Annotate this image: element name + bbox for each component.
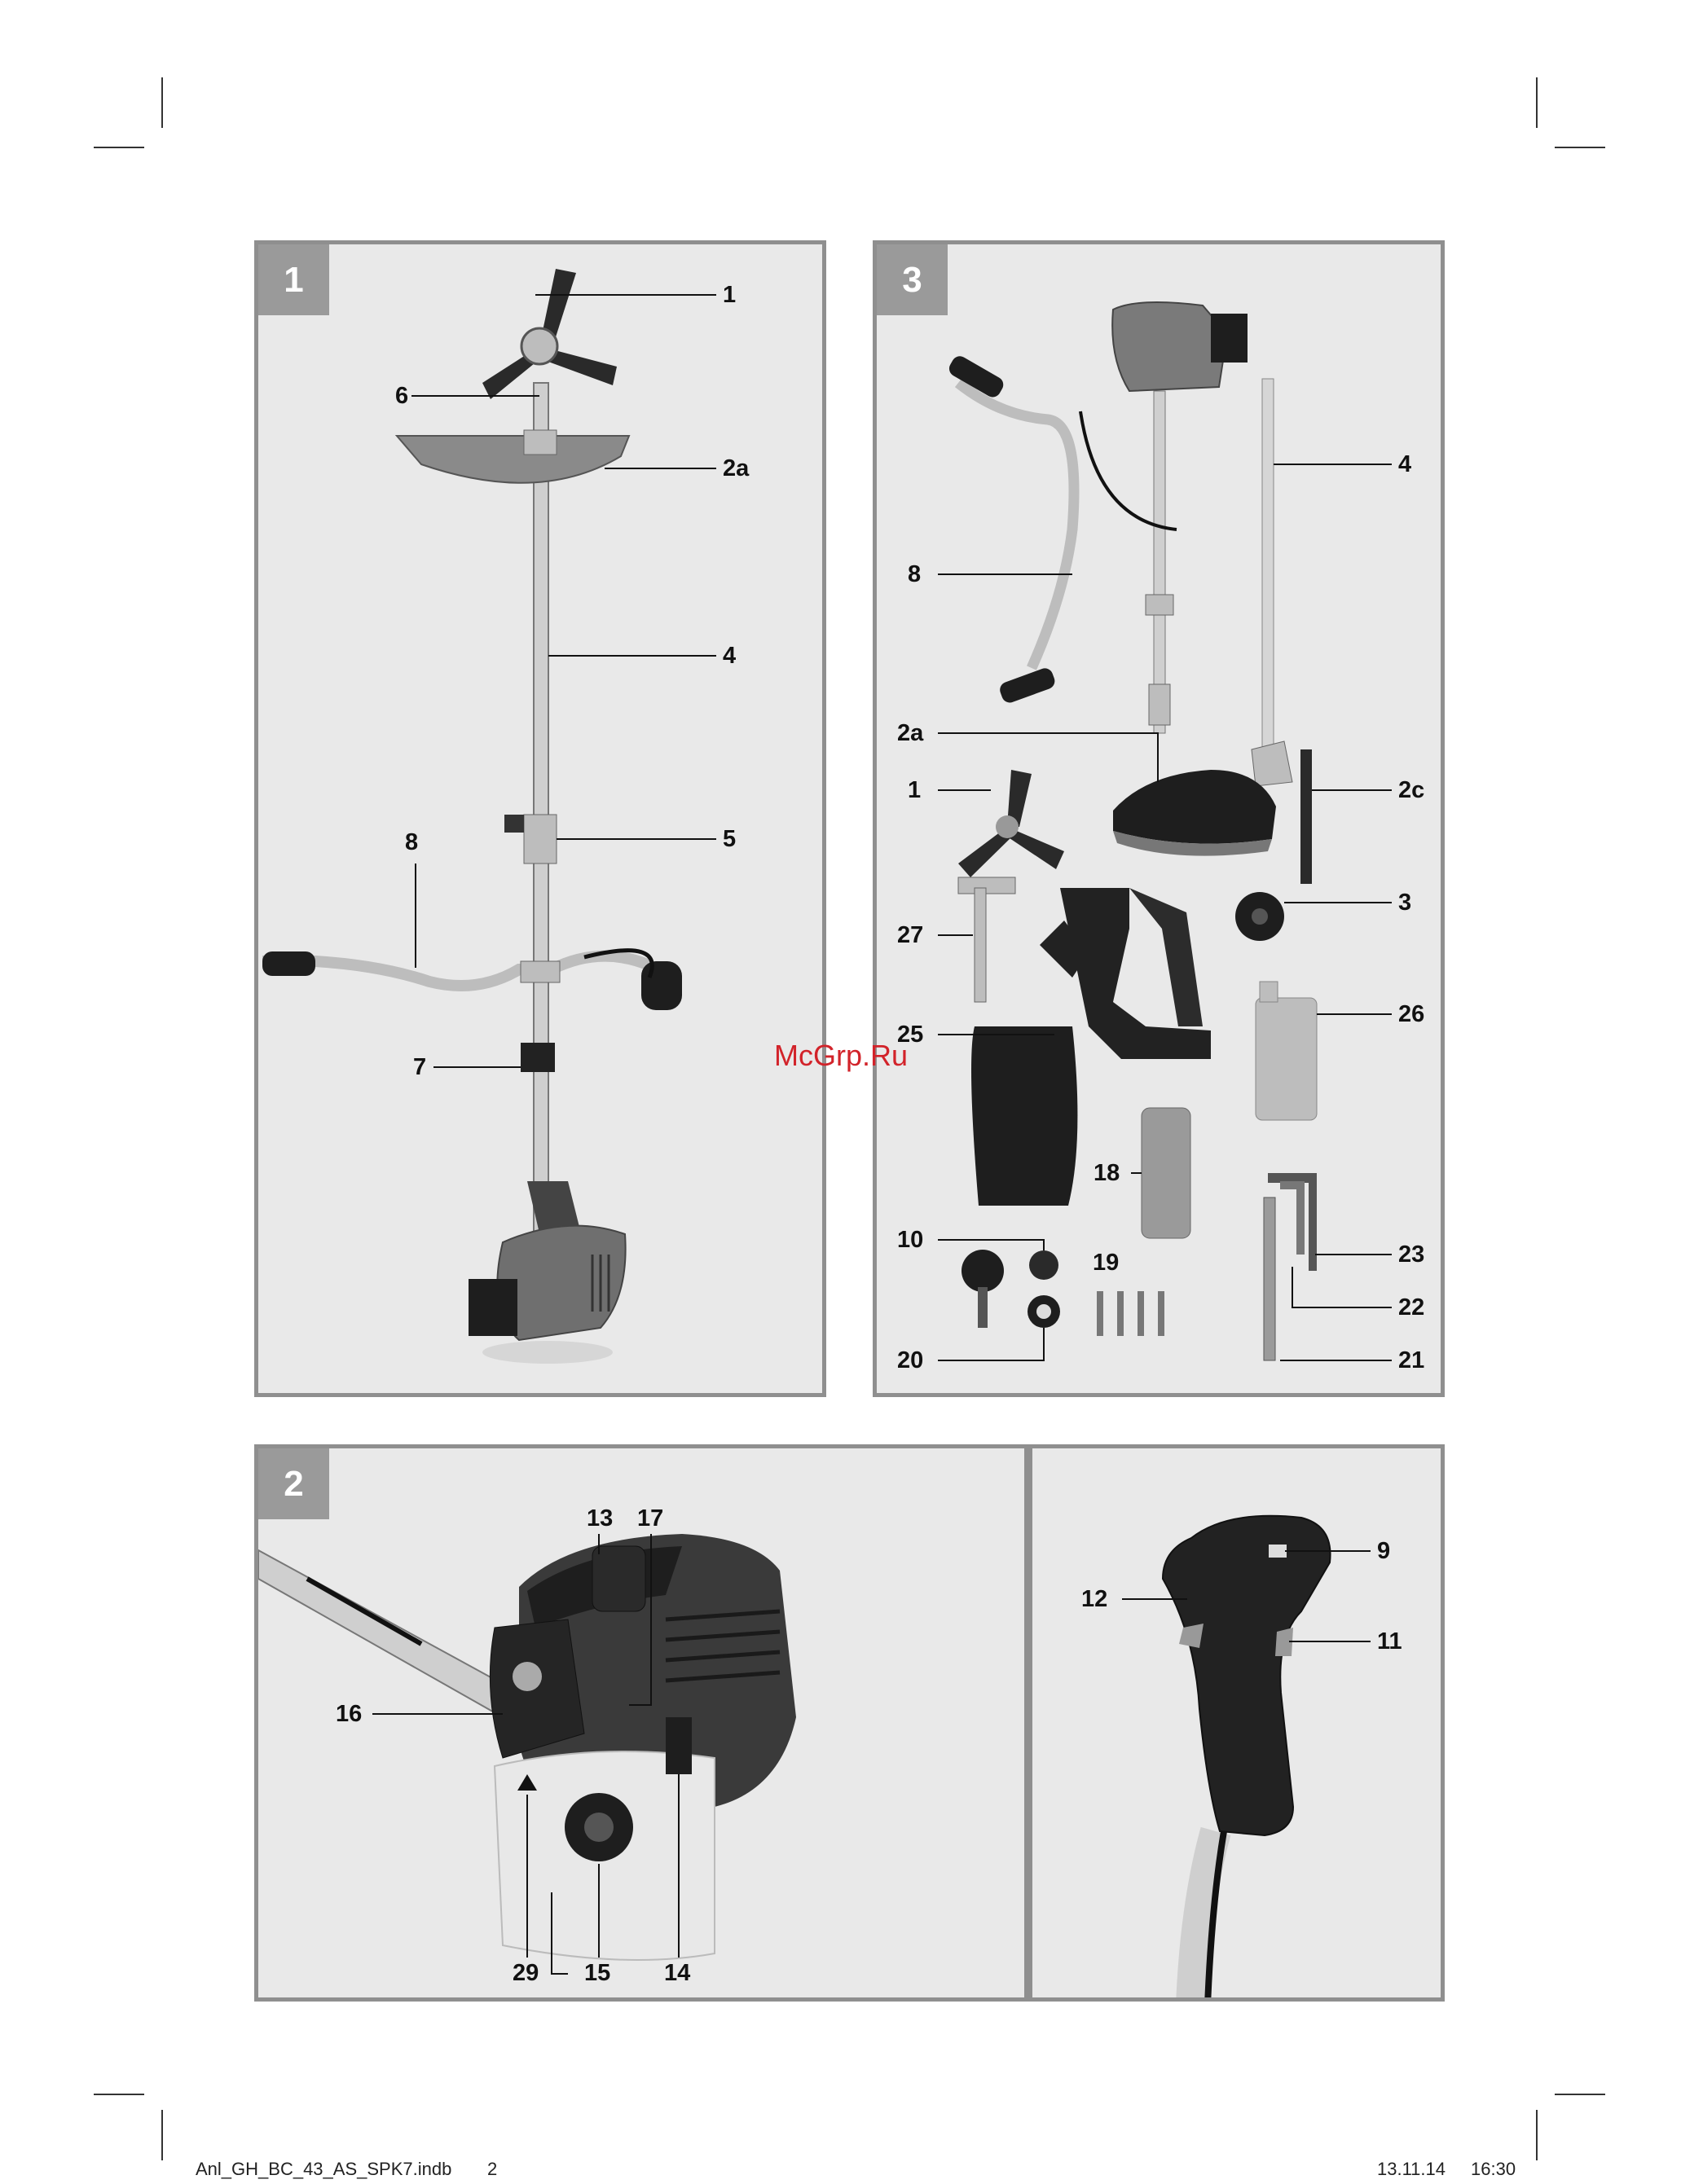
callout-label: 20: [897, 1349, 923, 1373]
crop-mark: [161, 77, 163, 128]
figure-1-panel: 1 1 6 2a 4 8 5 7: [254, 240, 826, 1397]
callout-label: 26: [1398, 1003, 1424, 1026]
callout-label: 22: [1398, 1296, 1424, 1320]
figure-2-handle-illustration: [1032, 1448, 1445, 2002]
figure-1-illustration: [258, 244, 826, 1397]
callout-label: 16: [336, 1703, 362, 1726]
callout-label: 8: [405, 831, 418, 855]
crop-mark: [94, 2094, 144, 2095]
crop-mark: [94, 147, 144, 148]
crop-mark: [161, 2110, 163, 2160]
callout-label: 7: [413, 1056, 426, 1079]
callout-label: 4: [1398, 453, 1411, 477]
callout-label: 9: [1377, 1540, 1390, 1563]
crop-mark: [1555, 2094, 1605, 2095]
figure-number: 1: [258, 244, 329, 315]
callout-label: 17: [637, 1507, 663, 1531]
footer-filename: Anl_GH_BC_43_AS_SPK7.indb: [196, 2159, 451, 2180]
figure-3-panel: 3 4 8 2a 1 2c 3 27 25 26 18 10 19 23 22 …: [873, 240, 1445, 1397]
callout-label: 2a: [897, 722, 923, 745]
callout-label: 12: [1081, 1588, 1107, 1611]
footer-page: 2: [487, 2159, 497, 2180]
callout-label: 18: [1094, 1162, 1120, 1185]
callout-label: 4: [723, 644, 736, 668]
figure-3-illustration: [877, 244, 1445, 1397]
callout-label: 1: [723, 283, 736, 307]
callout-label: 6: [395, 385, 408, 408]
callout-label: 21: [1398, 1349, 1424, 1373]
crop-mark: [1536, 77, 1538, 128]
callout-label: 10: [897, 1228, 923, 1252]
footer-time: 16:30: [1471, 2159, 1516, 2180]
callout-label: 2c: [1398, 779, 1424, 802]
callout-label: 19: [1093, 1251, 1119, 1275]
footer-date: 13.11.14: [1377, 2159, 1446, 2180]
watermark: McGrp.Ru: [774, 1039, 908, 1073]
callout-label: 5: [723, 828, 736, 851]
crop-mark: [1536, 2110, 1538, 2160]
callout-label: 1: [908, 779, 921, 802]
callout-label: 13: [587, 1507, 613, 1531]
callout-label: 3: [1398, 891, 1411, 915]
callout-label: 2a: [723, 457, 749, 481]
callout-label: 27: [897, 924, 923, 947]
callout-label: 14: [664, 1962, 690, 1985]
callout-label: 23: [1398, 1243, 1424, 1267]
crop-mark: [1555, 147, 1605, 148]
callout-label: 11: [1377, 1630, 1402, 1654]
callout-label: 8: [908, 563, 921, 587]
callout-label: 29: [513, 1962, 539, 1985]
figure-number: 2: [258, 1448, 329, 1519]
figure-number: 3: [877, 244, 948, 315]
blade-illustration: [482, 269, 617, 399]
callout-label: 15: [584, 1962, 610, 1985]
figure-2-handle-panel: 9 12 11: [1028, 1444, 1445, 2002]
figure-2-engine-panel: 2 13 17 16 29 15 14: [254, 1444, 1028, 2002]
